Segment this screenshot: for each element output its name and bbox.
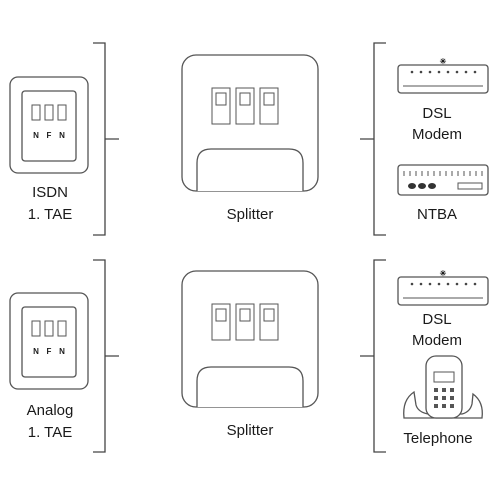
outlet-label-line2: 1. TAE <box>28 424 72 441</box>
outlet-label-line1: Analog <box>27 402 74 419</box>
splitter-icon <box>181 270 319 408</box>
splitter-icon <box>181 54 319 192</box>
splitter-label: Splitter <box>227 206 274 223</box>
svg-text:✳: ✳ <box>440 57 447 66</box>
splitter-label: Splitter <box>227 422 274 439</box>
device-label-line1: DSL <box>422 105 451 122</box>
device-label-line1: Telephone <box>403 430 472 447</box>
socket-letter-1: N <box>33 347 39 356</box>
device-label-line2: Modem <box>412 126 462 143</box>
tae-outlet-icon: N F N <box>9 292 89 390</box>
outlet-label-line2: 1. TAE <box>28 206 72 223</box>
bracket-left <box>93 42 119 236</box>
device-label-line1: DSL <box>422 311 451 328</box>
tae-outlet-icon: N F N <box>9 76 89 174</box>
svg-text:✳: ✳ <box>440 269 447 278</box>
bracket-left <box>93 259 119 453</box>
bracket-right <box>360 42 386 236</box>
socket-letter-3: N <box>59 347 65 356</box>
outlet-label-line1: ISDN <box>32 184 68 201</box>
socket-letter-1: N <box>33 131 39 140</box>
dsl-modem-icon: ✳ <box>397 269 489 306</box>
device-label-line2: Modem <box>412 332 462 349</box>
dsl-modem-icon: ✳ <box>397 57 489 94</box>
socket-letter-2: F <box>47 131 52 140</box>
socket-letter-3: N <box>59 131 65 140</box>
row-analog: N F N Analog 1. TAE Splitter ✳ <box>9 259 489 453</box>
telephone-icon <box>403 355 483 419</box>
row-isdn: N F N ISDN 1. TAE Splitter ✳ <box>9 42 489 236</box>
ntba-icon <box>397 164 489 196</box>
socket-letter-2: F <box>47 347 52 356</box>
device-label-line1: NTBA <box>417 206 457 223</box>
bracket-right <box>360 259 386 453</box>
